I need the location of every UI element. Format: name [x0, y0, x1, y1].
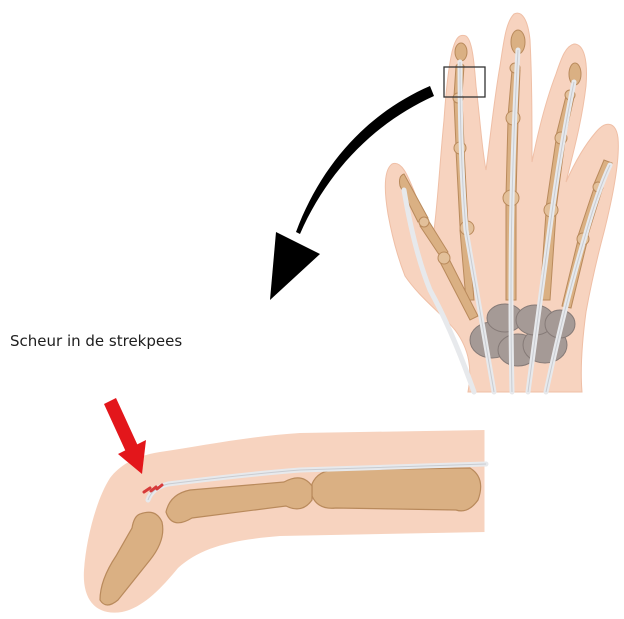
finger-closeup	[84, 430, 486, 613]
proximal-phalanx	[312, 468, 481, 511]
tear-indicator-arrow	[104, 398, 146, 474]
hand-illustration	[385, 13, 618, 392]
tendon-tear-label: Scheur in de strekpees	[10, 332, 182, 350]
